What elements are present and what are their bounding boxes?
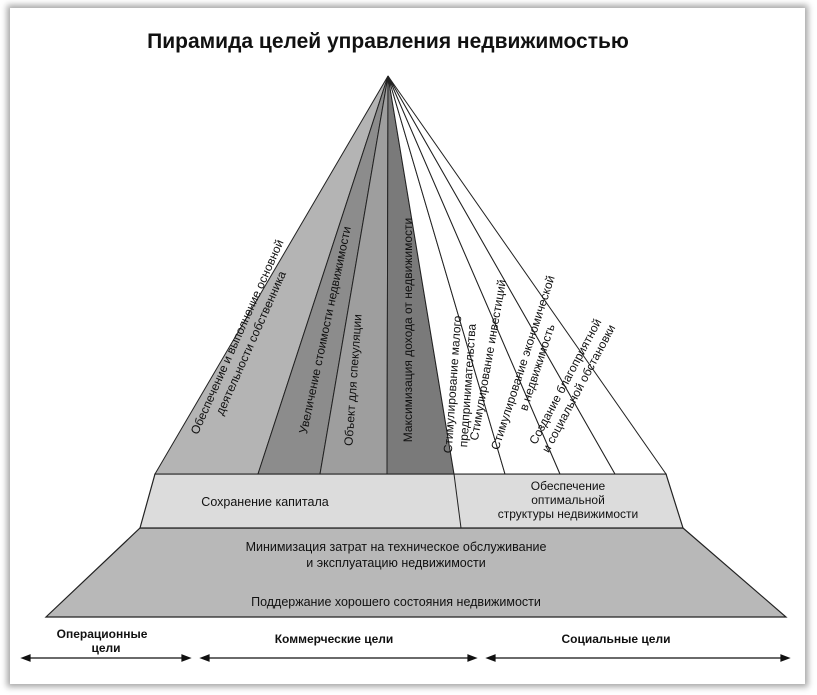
footer-arrows	[20, 654, 791, 662]
top-segment	[387, 75, 667, 475]
middle-right-line-2: оптимальной	[531, 493, 605, 507]
footer-operational-line-2: цели	[91, 641, 120, 655]
middle-right-line-1: Обеспечение	[531, 479, 606, 493]
footer-operational-line-1: Операционные	[57, 627, 148, 641]
footer-commercial: Коммерческие цели	[275, 632, 394, 646]
bottom-line-1: Минимизация затрат на техническое обслуж…	[246, 540, 547, 554]
footer-social: Социальные цели	[562, 632, 671, 646]
top-segments	[154, 75, 667, 475]
diagram-title: Пирамида целей управления недвижимостью	[147, 30, 629, 53]
segment-label: Максимизация дохода от недвижимости	[401, 218, 415, 442]
bottom-base-label: Поддержание хорошего состояния недвижимо…	[251, 595, 541, 609]
middle-right-line-3: структуры недвижимости	[498, 507, 639, 521]
middle-left-label: Сохранение капитала	[201, 495, 328, 509]
middle-divider	[453, 473, 462, 529]
bottom-line-2: и эксплуатацию недвижимости	[306, 556, 485, 570]
